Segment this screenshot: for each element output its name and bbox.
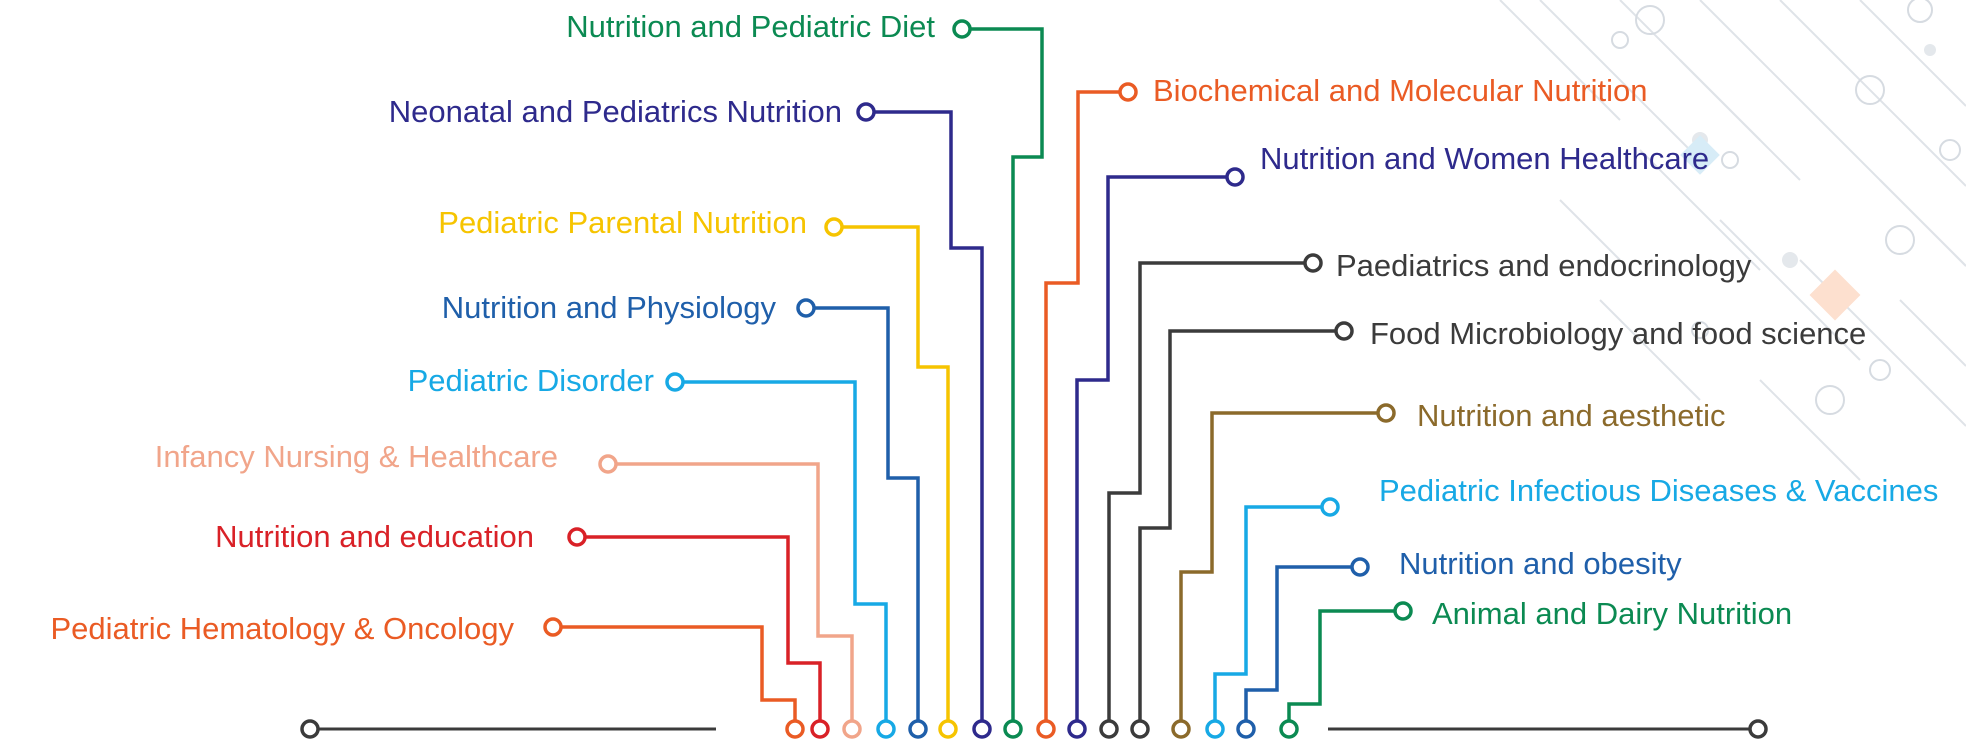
- node-bottom-infancy-nursing: [842, 719, 862, 739]
- connector-nutrition-education: [577, 535, 822, 729]
- node-top-animal-dairy: [1393, 601, 1413, 621]
- connector-nutrition-aesthetic: [1179, 411, 1386, 729]
- label-neonatal-pediatrics-nutrition: Neonatal and Pediatrics Nutrition: [388, 94, 842, 129]
- decoration-line: [1859, 0, 1966, 107]
- decoration-line: [1559, 199, 1621, 261]
- node-bottom-paediatrics-endocrinology: [1099, 719, 1119, 739]
- node-bottom-nutrition-aesthetic: [1171, 719, 1191, 739]
- node-bottom-pediatric-parental-nutrition: [938, 719, 958, 739]
- label-animal-dairy: Animal and Dairy Nutrition: [1432, 596, 1793, 631]
- baseline-left-node: [300, 719, 320, 739]
- connector-infectious-diseases: [1213, 505, 1330, 729]
- decoration-line: [1759, 379, 1861, 481]
- node-top-pediatric-disorder: [665, 372, 685, 392]
- decoration-circle: [1815, 385, 1845, 415]
- connector-nutrition-physiology: [806, 306, 920, 729]
- label-infectious-diseases: Pediatric Infectious Diseases & Vaccines: [1379, 473, 1939, 508]
- node-top-infancy-nursing: [598, 454, 618, 474]
- decoration-circle: [1721, 151, 1739, 169]
- node-top-nutrition-pediatric-diet: [952, 19, 972, 39]
- decoration-line: [1719, 219, 1861, 361]
- node-top-pediatric-parental-nutrition: [824, 217, 844, 237]
- connector-biochemical-molecular: [1044, 90, 1128, 729]
- decoration-circle: [1869, 359, 1891, 381]
- connector-nutrition-pediatric-diet: [962, 27, 1044, 729]
- node-top-women-healthcare: [1225, 167, 1245, 187]
- node-bottom-nutrition-pediatric-diet: [1003, 719, 1023, 739]
- decoration-dot: [1782, 252, 1798, 268]
- node-top-nutrition-education: [567, 527, 587, 547]
- label-paediatrics-endocrinology: Paediatrics and endocrinology: [1336, 248, 1752, 283]
- decoration-line: [1679, 59, 1801, 181]
- node-top-biochemical-molecular: [1118, 82, 1138, 102]
- label-pediatric-hematology: Pediatric Hematology & Oncology: [50, 611, 514, 646]
- connector-paediatrics-endocrinology: [1107, 261, 1313, 729]
- node-top-neonatal-pediatrics-nutrition: [856, 102, 876, 122]
- connector-infancy-nursing: [608, 462, 854, 729]
- decoration-line: [1879, 179, 1966, 267]
- node-bottom-nutrition-physiology: [908, 719, 928, 739]
- node-top-food-microbiology: [1334, 321, 1354, 341]
- decoration-line: [1899, 299, 1966, 367]
- node-bottom-biochemical-molecular: [1036, 719, 1056, 739]
- label-women-healthcare: Nutrition and Women Healthcare: [1260, 141, 1710, 176]
- decoration-circle: [1611, 31, 1629, 49]
- node-bottom-food-microbiology: [1130, 719, 1150, 739]
- decoration-circle: [1885, 225, 1915, 255]
- decoration-circle: [1635, 5, 1665, 35]
- node-bottom-animal-dairy: [1279, 719, 1299, 739]
- decoration-circle: [1855, 75, 1885, 105]
- connector-nodes: [300, 19, 1768, 739]
- decoration-circle: [1939, 139, 1961, 161]
- node-top-pediatric-hematology: [543, 617, 563, 637]
- decoration-line: [1539, 0, 1701, 161]
- node-bottom-infectious-diseases: [1205, 719, 1225, 739]
- label-nutrition-education: Nutrition and education: [215, 519, 534, 554]
- decoration-circle: [1691, 321, 1709, 339]
- node-bottom-pediatric-hematology: [785, 719, 805, 739]
- decoration-dot: [1924, 44, 1936, 56]
- connector-animal-dairy: [1287, 609, 1403, 729]
- connector-women-healthcare: [1075, 175, 1235, 729]
- label-nutrition-pediatric-diet: Nutrition and Pediatric Diet: [566, 9, 935, 44]
- node-top-nutrition-physiology: [796, 298, 816, 318]
- node-bottom-pediatric-disorder: [876, 719, 896, 739]
- decoration-line: [1599, 299, 1701, 401]
- node-bottom-nutrition-obesity: [1236, 719, 1256, 739]
- connector-neonatal-pediatrics-nutrition: [866, 110, 984, 729]
- decoration-circle: [1907, 0, 1933, 23]
- connector-lines: [318, 27, 1750, 731]
- decoration-line: [1639, 149, 1761, 271]
- decoration-line: [1779, 0, 1966, 187]
- node-top-nutrition-obesity: [1350, 557, 1370, 577]
- node-bottom-nutrition-education: [810, 719, 830, 739]
- label-biochemical-molecular: Biochemical and Molecular Nutrition: [1153, 73, 1648, 108]
- decoration-diamond: [1809, 269, 1861, 321]
- label-infancy-nursing: Infancy Nursing & Healthcare: [154, 439, 558, 474]
- label-pediatric-parental-nutrition: Pediatric Parental Nutrition: [438, 205, 807, 240]
- node-top-infectious-diseases: [1320, 497, 1340, 517]
- node-bottom-neonatal-pediatrics-nutrition: [972, 719, 992, 739]
- connector-food-microbiology: [1138, 329, 1344, 729]
- connector-pediatric-parental-nutrition: [834, 225, 950, 729]
- label-pediatric-disorder: Pediatric Disorder: [407, 363, 654, 398]
- baseline-right-node: [1748, 719, 1768, 739]
- label-food-microbiology: Food Microbiology and food science: [1370, 316, 1867, 351]
- decoration-line: [1499, 0, 1621, 121]
- node-bottom-women-healthcare: [1067, 719, 1087, 739]
- connector-pediatric-hematology: [553, 625, 797, 729]
- label-nutrition-obesity: Nutrition and obesity: [1399, 546, 1682, 581]
- label-nutrition-aesthetic: Nutrition and aesthetic: [1417, 398, 1726, 433]
- node-top-nutrition-aesthetic: [1376, 403, 1396, 423]
- label-nutrition-physiology: Nutrition and Physiology: [441, 290, 776, 325]
- connector-nutrition-obesity: [1244, 565, 1360, 729]
- node-top-paediatrics-endocrinology: [1303, 253, 1323, 273]
- connector-pediatric-disorder: [675, 380, 888, 729]
